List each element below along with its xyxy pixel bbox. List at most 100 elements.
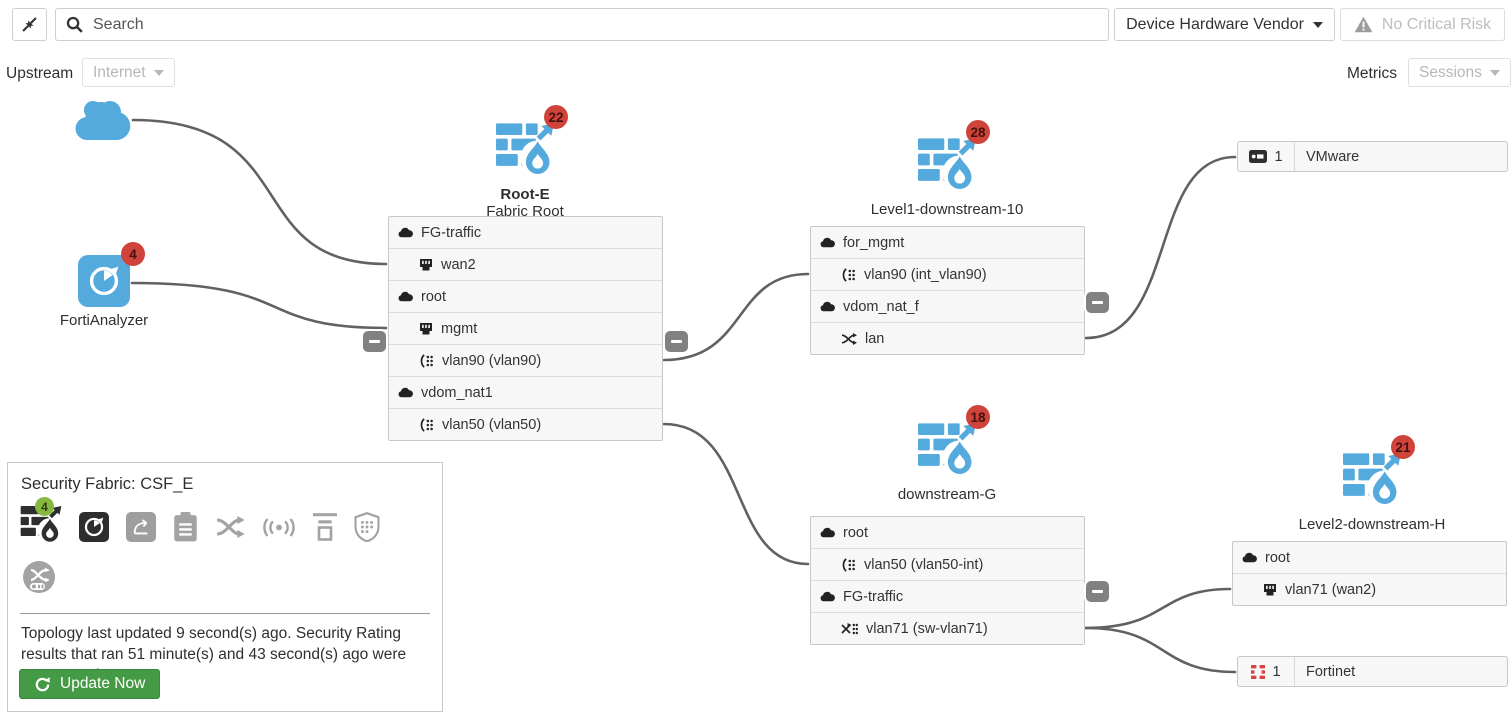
fortianalyzer-badge: 4 (121, 242, 145, 266)
vdom-row[interactable]: FG-traffic (389, 217, 662, 248)
risk-badge: 18 (966, 405, 990, 429)
vdom-cloud-icon (820, 237, 835, 248)
vendor-box-fortinet[interactable]: 1 Fortinet (1237, 656, 1508, 687)
vlan-icon (841, 268, 856, 282)
upstream-value: Internet (93, 63, 146, 81)
metrics-value: Sessions (1419, 63, 1482, 81)
link-internet-to-root (131, 118, 388, 266)
row-label: FG-traffic (843, 588, 904, 605)
device-name: Level1-downstream-10 (870, 201, 1024, 218)
device-hardware-vendor-dropdown[interactable]: Device Hardware Vendor (1114, 8, 1335, 41)
interface-row[interactable]: vlan50 (vlan50) (389, 408, 662, 440)
firewall-flame-icon (918, 423, 976, 476)
refresh-icon (34, 676, 51, 693)
risk-badge: 21 (1391, 435, 1415, 459)
link-root-to-downstream-g (662, 422, 810, 566)
interface-row[interactable]: vlan90 (int_vlan90) (811, 258, 1084, 290)
chevron-down-icon (1312, 21, 1323, 28)
collapse-node-button[interactable] (1086, 581, 1109, 602)
row-label: vlan90 (int_vlan90) (864, 266, 987, 283)
interface-row[interactable]: vlan71 (wan2) (1233, 573, 1506, 605)
port-icon (1263, 584, 1277, 596)
collapse-node-button[interactable] (665, 331, 688, 352)
firewall-flame-icon (1343, 453, 1401, 506)
fabric-clipboard-icon[interactable] (173, 512, 198, 542)
fortigate-node-root-e[interactable]: 22 Root-E Fabric Root (445, 105, 605, 220)
vendor-count: 1 (1274, 148, 1283, 165)
fabric-fortisandbox-icon[interactable] (126, 512, 156, 542)
vdom-row[interactable]: root (811, 517, 1084, 548)
device-hardware-vendor-label: Device Hardware Vendor (1126, 15, 1304, 33)
fabric-fortiap-icon[interactable] (262, 518, 296, 537)
upstream-dropdown[interactable]: Internet (82, 58, 175, 87)
fabric-ems-shield-icon[interactable] (354, 512, 380, 542)
level1-interface-table: for_mgmt vlan90 (int_vlan90) vdom_nat_f … (810, 226, 1085, 355)
fortigate-node-downstream-g[interactable]: 18 downstream-G (867, 405, 1027, 503)
vdom-row[interactable]: root (1233, 542, 1506, 573)
firewall-icon: 22 (496, 105, 568, 181)
fabric-device-icons: 4 (8, 494, 442, 548)
upstream-label: Upstream (6, 65, 74, 82)
interface-row[interactable]: mgmt (389, 312, 662, 344)
root-e-interface-table: FG-traffic wan2 root mgmt vlan90 (vlan90… (388, 216, 663, 441)
no-critical-risk-label: No Critical Risk (1381, 15, 1492, 33)
vdom-row[interactable]: vdom_nat_f (811, 290, 1084, 322)
interface-row[interactable]: vlan71 (sw-vlan71) (811, 612, 1084, 644)
internet-cloud-node (70, 96, 134, 147)
no-critical-risk-button[interactable]: No Critical Risk (1340, 8, 1505, 41)
row-label: vlan50 (vlan50-int) (864, 556, 984, 573)
search-input[interactable] (91, 14, 1098, 35)
row-label: vlan71 (sw-vlan71) (866, 620, 988, 637)
vdom-cloud-icon (820, 301, 835, 312)
search-bar (55, 8, 1109, 41)
link-downstream-g-to-fortinet (1084, 626, 1237, 674)
update-now-label: Update Now (60, 675, 146, 692)
vendor-name: VMware (1306, 148, 1360, 165)
fabric-fortigate-icon[interactable]: 4 (20, 497, 62, 548)
fabric-shuffle-icon[interactable] (215, 516, 245, 538)
device-name: Level2-downstream-H (1298, 516, 1446, 533)
fabric-fortianalyzer-icon[interactable] (79, 512, 109, 542)
vdom-row[interactable]: root (389, 280, 662, 312)
fortigate-count-badge: 4 (35, 497, 54, 516)
port-icon (419, 259, 433, 271)
vendor-count: 1 (1272, 663, 1281, 680)
collapse-icon (20, 15, 39, 34)
interface-row[interactable]: wan2 (389, 248, 662, 280)
interface-row[interactable]: vlan50 (vlan50-int) (811, 548, 1084, 580)
update-now-button[interactable]: Update Now (19, 669, 161, 699)
vendor-box-vmware[interactable]: 1 VMware (1237, 141, 1508, 172)
collapse-node-button[interactable] (1086, 292, 1109, 313)
firewall-icon: 21 (1343, 435, 1415, 511)
vdom-row[interactable]: vdom_nat1 (389, 376, 662, 408)
vdom-cloud-icon (820, 591, 835, 602)
collapse-node-button[interactable] (363, 331, 386, 352)
warning-triangle-icon (1354, 16, 1373, 33)
metrics-dropdown[interactable]: Sessions (1408, 58, 1511, 87)
clock-pie-icon (87, 264, 121, 298)
sandbox-glyph-icon (130, 516, 152, 538)
row-label: lan (865, 330, 885, 347)
fortigate-node-level2-downstream-h[interactable]: 21 Level2-downstream-H (1292, 435, 1452, 533)
device-name: downstream-G (897, 486, 997, 503)
fabric-fortimail-icon[interactable] (313, 513, 337, 542)
security-fabric-panel: Security Fabric: CSF_E 4 Topology last u… (7, 462, 443, 712)
vlan-icon (419, 418, 434, 432)
row-label: root (843, 524, 868, 541)
risk-badge: 22 (544, 105, 568, 129)
security-fabric-title: Security Fabric: CSF_E (21, 475, 194, 493)
fortigate-node-level1-downstream-10[interactable]: 28 Level1-downstream-10 (867, 120, 1027, 218)
vdom-row[interactable]: for_mgmt (811, 227, 1084, 258)
clock-pie-icon (83, 516, 105, 538)
row-label: root (1265, 549, 1290, 566)
fortianalyzer-node[interactable]: 4 FortiAnalyzer (34, 242, 174, 329)
row-label: vlan50 (vlan50) (442, 416, 542, 433)
fabric-fortiswitch-icon[interactable] (22, 560, 56, 594)
vendor-count-cell: 1 (1238, 142, 1295, 171)
interface-row[interactable]: vlan90 (vlan90) (389, 344, 662, 376)
vdom-row[interactable]: FG-traffic (811, 580, 1084, 612)
collapse-panel-button[interactable] (12, 8, 47, 41)
port-icon (419, 323, 433, 335)
interface-row[interactable]: lan (811, 322, 1084, 354)
